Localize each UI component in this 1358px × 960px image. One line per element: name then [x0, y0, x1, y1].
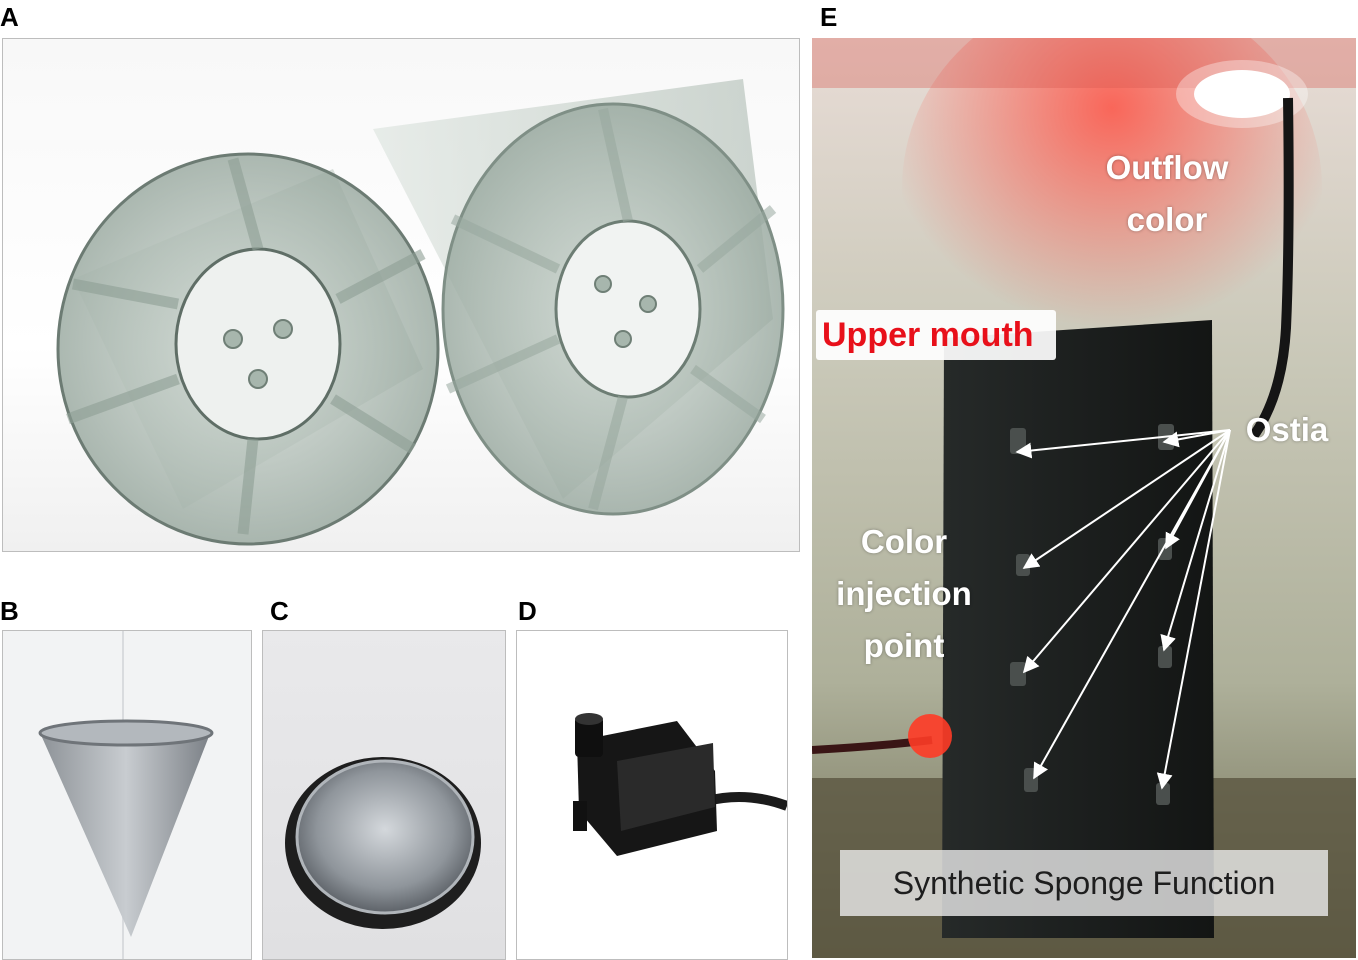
cylinders-illustration: [56, 79, 785, 546]
label-color-injection-point: Color injection point: [816, 516, 992, 672]
panel-letter-d: D: [518, 596, 537, 626]
panel-letter-c: C: [270, 596, 289, 626]
label-color-injection-line3: point: [863, 627, 945, 664]
caption-text: Synthetic Sponge Function: [892, 865, 1276, 901]
photo-metal-dish: [262, 630, 506, 960]
panel-letter-b: B: [0, 596, 19, 626]
panel-letter-a: A: [0, 2, 19, 32]
photo-synthetic-sponge: Outflow color Upper mouth Ostia Color in…: [812, 38, 1356, 958]
photo-water-pump: [516, 630, 788, 960]
panel-letter-e: E: [820, 2, 838, 32]
dish-illustration: [285, 757, 481, 929]
label-color-injection-line2: injection: [836, 575, 972, 612]
label-outflow-line2: color: [1126, 201, 1208, 238]
photo-metal-cone: [2, 630, 252, 960]
caption-box: Synthetic Sponge Function: [840, 850, 1328, 916]
label-color-injection-line1: Color: [860, 523, 948, 560]
label-outflow-line1: Outflow: [1105, 149, 1229, 186]
pump-illustration: [573, 713, 787, 856]
photo-printed-cylinders: [2, 38, 800, 552]
label-outflow-color: Outflow color: [1082, 142, 1252, 246]
label-upper-mouth-text: Upper mouth: [822, 316, 1034, 354]
label-upper-mouth: Upper mouth: [816, 310, 1056, 360]
label-ostia: Ostia: [1245, 411, 1329, 448]
cone-illustration: [3, 631, 251, 959]
